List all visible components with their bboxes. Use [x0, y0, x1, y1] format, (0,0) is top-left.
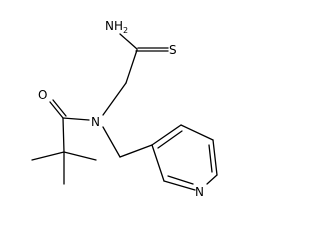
thione-s-label: S	[169, 43, 177, 57]
bond-c-o-double-a	[49, 101, 64, 119]
bond-amide-n-ch2	[102, 126, 121, 158]
structure-canvas: NH 2 S O N N	[31, 19, 218, 199]
bond-ch2-pyridine	[119, 144, 153, 158]
bond-thioamide-ch2	[125, 49, 138, 84]
amine-nh-label: NH	[105, 19, 123, 33]
bond-ch2-amide-n	[102, 82, 127, 116]
ring-bond-6	[151, 144, 165, 182]
pyridine-n-label: N	[195, 185, 204, 199]
ring-bond-5	[163, 180, 196, 191]
ring-inner-bond-a	[157, 130, 183, 149]
ring-bond-1	[151, 124, 182, 146]
bond-tbu-methyl-right	[63, 151, 97, 161]
ring-bond-4	[206, 174, 218, 185]
bond-c-o-double-b	[52, 99, 67, 117]
chemical-structure-diagram: NH 2 S O N N	[31, 19, 218, 199]
bond-carbonyl-quaternary-c	[62, 117, 65, 153]
amine-h-count-label: 2	[123, 26, 128, 35]
ring-bond-3	[212, 139, 218, 176]
amide-n-label: N	[91, 115, 100, 129]
carbonyl-o-label: O	[38, 88, 47, 102]
ring-inner-bond-b	[208, 144, 213, 173]
bond-tbu-methyl-left	[31, 151, 65, 161]
bond-amide-n-carbonyl	[62, 117, 90, 121]
ring-inner-bond-c	[167, 175, 194, 185]
ring-bond-2	[180, 124, 214, 141]
bond-c-nh2	[119, 33, 138, 50]
